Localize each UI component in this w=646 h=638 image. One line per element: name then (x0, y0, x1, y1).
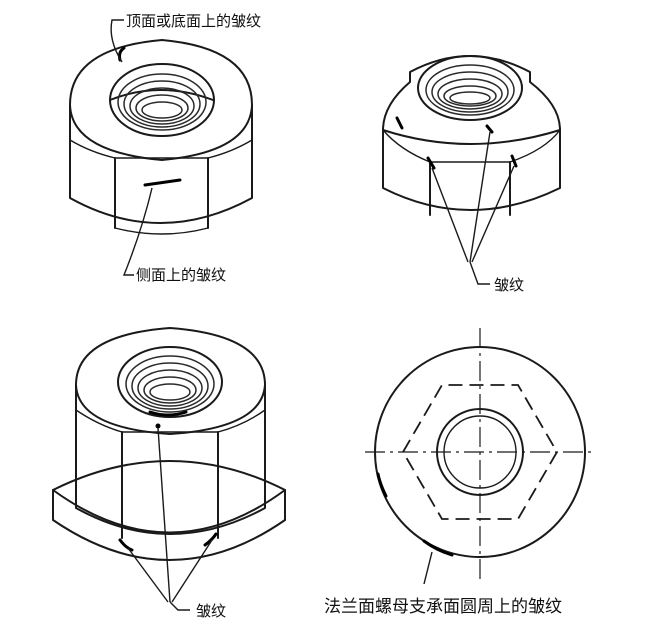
wrinkle-mark (155, 423, 161, 429)
chamfer-wrinkle-mark (510, 154, 518, 168)
label-wrinkles-bottom-left: 皱纹 (196, 602, 226, 620)
chamfer-wrinkle-mark (395, 116, 404, 130)
label-top-or-bottom-face-wrinkle: 顶面或底面上的皱纹 (126, 12, 261, 30)
chamfer-wrinkle-mark (485, 124, 494, 134)
thread-lines (425, 64, 515, 116)
flange-bearing-face-view (365, 328, 596, 585)
thread-lines (125, 355, 215, 413)
label-flange-bearing-circumference-wrinkle: 法兰面螺母支承面圆周上的皱纹 (324, 597, 562, 617)
circumference-wrinkle-mark (422, 539, 454, 557)
circumference-wrinkle-mark (376, 472, 388, 498)
label-wrinkles-top-right: 皱纹 (494, 276, 524, 294)
chamfered-hex-nut-illustration (382, 55, 561, 285)
chamfer-wrinkle-mark (426, 156, 436, 170)
flanged-hex-nut-illustration (52, 327, 286, 611)
wrinkle-mark (203, 532, 218, 547)
wrinkle-mark (148, 410, 188, 417)
hex-nut-illustration (69, 19, 253, 276)
thread-lines (117, 73, 207, 131)
wrinkle-mark (118, 538, 134, 552)
side-face-wrinkle-mark (143, 178, 182, 187)
label-side-face-wrinkle: 侧面上的皱纹 (136, 266, 226, 284)
